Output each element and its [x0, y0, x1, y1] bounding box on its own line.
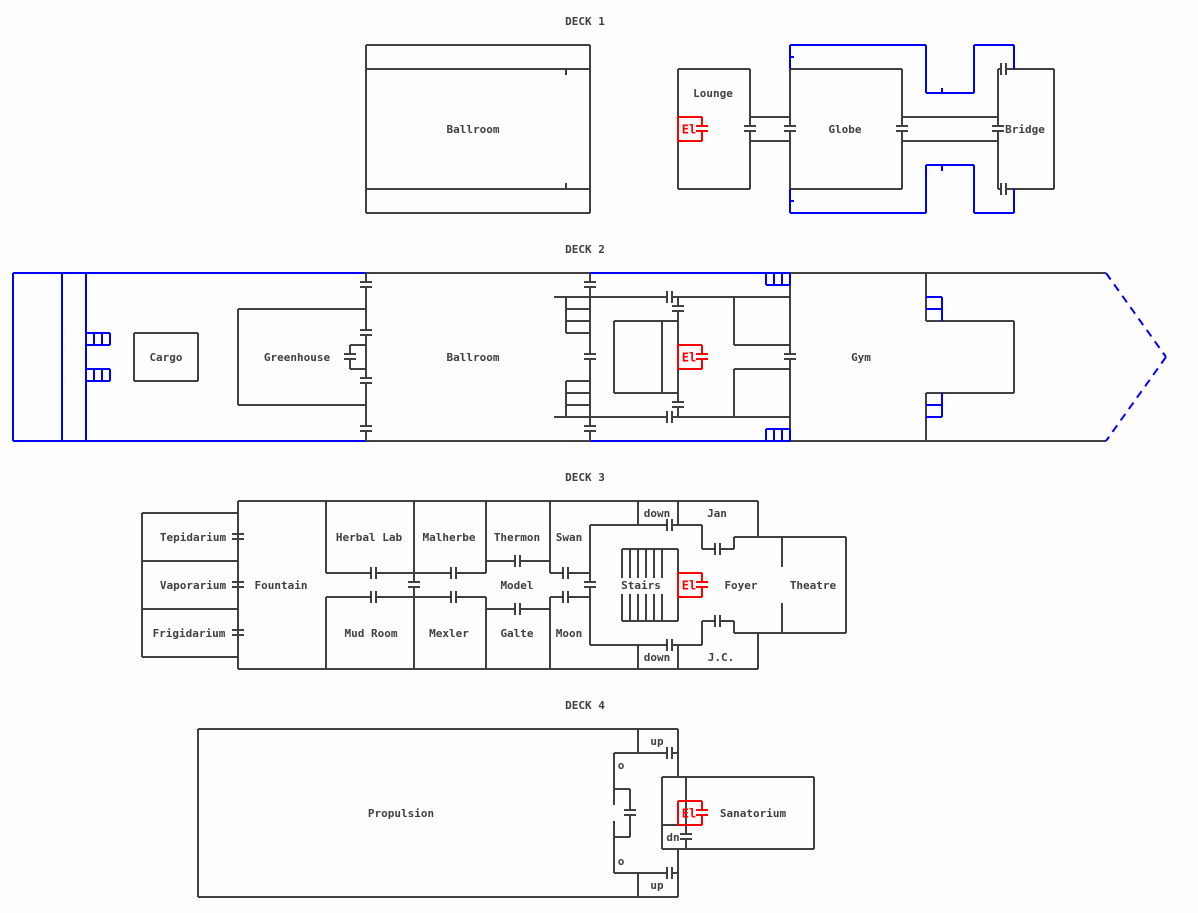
stairs-down-top[interactable]: down: [644, 507, 671, 520]
room-gym[interactable]: Gym: [851, 351, 871, 364]
door-gap: [699, 583, 705, 587]
elevator-deck4[interactable]: El: [682, 807, 696, 821]
door-gap: [683, 835, 689, 839]
door-gap: [372, 594, 376, 600]
door-gap: [699, 127, 705, 131]
door-gap: [716, 546, 720, 552]
door-gap: [699, 355, 705, 359]
deck-4-title: DECK 4: [565, 699, 605, 712]
door-gap: [564, 594, 568, 600]
deck-3-title: DECK 3: [565, 471, 605, 484]
room-jc[interactable]: J.C.: [708, 651, 735, 664]
door-gap: [668, 642, 672, 648]
room-tepidarium[interactable]: Tepidarium: [160, 531, 227, 544]
door-gap: [452, 570, 456, 576]
room-cargo[interactable]: Cargo: [149, 351, 182, 364]
room-jan[interactable]: Jan: [707, 507, 727, 520]
room-herbal-lab[interactable]: Herbal Lab: [336, 531, 403, 544]
room-swan[interactable]: Swan: [556, 531, 583, 544]
door-gap: [787, 355, 793, 359]
door-gap: [363, 331, 369, 335]
stairs-dn[interactable]: dn: [666, 831, 679, 844]
room-fountain[interactable]: Fountain: [255, 579, 308, 592]
door-gap: [716, 618, 720, 624]
room-vaporarium[interactable]: Vaporarium: [160, 579, 227, 592]
room-frigidarium[interactable]: Frigidarium: [153, 627, 226, 640]
hull-bow: [1105, 272, 1167, 358]
stairs-up-bottom[interactable]: up: [650, 879, 664, 892]
door-gap: [627, 811, 633, 815]
room-ballroom-deck2[interactable]: Ballroom: [447, 351, 500, 364]
door-gap: [699, 811, 705, 815]
room-mexler[interactable]: Mexler: [429, 627, 469, 640]
marker-o-top: o: [618, 759, 625, 772]
room-lounge[interactable]: Lounge: [693, 87, 733, 100]
door-gap: [411, 583, 417, 587]
door-gap: [675, 403, 681, 407]
door-gap: [363, 283, 369, 287]
door-gap: [363, 379, 369, 383]
room-mud-room[interactable]: Mud Room: [345, 627, 398, 640]
door-gap: [347, 355, 353, 359]
hull-bow: [1105, 356, 1167, 442]
room-bridge[interactable]: Bridge: [1005, 123, 1045, 136]
door-gap: [516, 558, 520, 564]
room-malherbe[interactable]: Malherbe: [423, 531, 476, 544]
room-ballroom-deck1[interactable]: Ballroom: [447, 123, 500, 136]
door-gap: [668, 294, 672, 300]
door-gap: [587, 427, 593, 431]
room-moon[interactable]: Moon: [556, 627, 583, 640]
room-thermon[interactable]: Thermon: [494, 531, 540, 544]
door-gap: [668, 750, 672, 756]
stairs-down-bottom[interactable]: down: [644, 651, 671, 664]
door-gap: [1002, 186, 1006, 192]
door-gap: [899, 127, 905, 131]
door-gap: [516, 606, 520, 612]
marker-o-bottom: o: [618, 855, 625, 868]
door-gap: [587, 355, 593, 359]
room-greenhouse[interactable]: Greenhouse: [264, 351, 331, 364]
room-galte[interactable]: Galte: [500, 627, 533, 640]
room-globe[interactable]: Globe: [828, 123, 861, 136]
door-gap: [372, 570, 376, 576]
door-gap: [587, 583, 593, 587]
door-gap: [787, 127, 793, 131]
door-gap: [587, 283, 593, 287]
room-sanatorium[interactable]: Sanatorium: [720, 807, 787, 820]
elevator-deck3[interactable]: El: [682, 579, 696, 593]
stairs-label-bg: [618, 578, 666, 594]
elevator-deck2[interactable]: El: [682, 351, 696, 365]
room-propulsion[interactable]: Propulsion: [368, 807, 434, 820]
door-gap: [363, 427, 369, 431]
deck-1-title: DECK 1: [565, 15, 605, 28]
door-gap: [668, 870, 672, 876]
deck-2-title: DECK 2: [565, 243, 605, 256]
door-gap: [675, 307, 681, 311]
door-gap: [995, 127, 1001, 131]
door-gap: [668, 414, 672, 420]
door-gap: [1002, 66, 1006, 72]
room-foyer[interactable]: Foyer: [724, 579, 757, 592]
room-model[interactable]: Model: [500, 579, 533, 592]
door-gap: [564, 570, 568, 576]
door-gap: [668, 522, 672, 528]
door-gap: [452, 594, 456, 600]
room-stairs[interactable]: Stairs: [621, 579, 661, 592]
elevator-deck1[interactable]: El: [682, 123, 696, 137]
room-theatre[interactable]: Theatre: [790, 579, 837, 592]
stairs-up-top[interactable]: up: [650, 735, 664, 748]
door-gap: [747, 127, 753, 131]
